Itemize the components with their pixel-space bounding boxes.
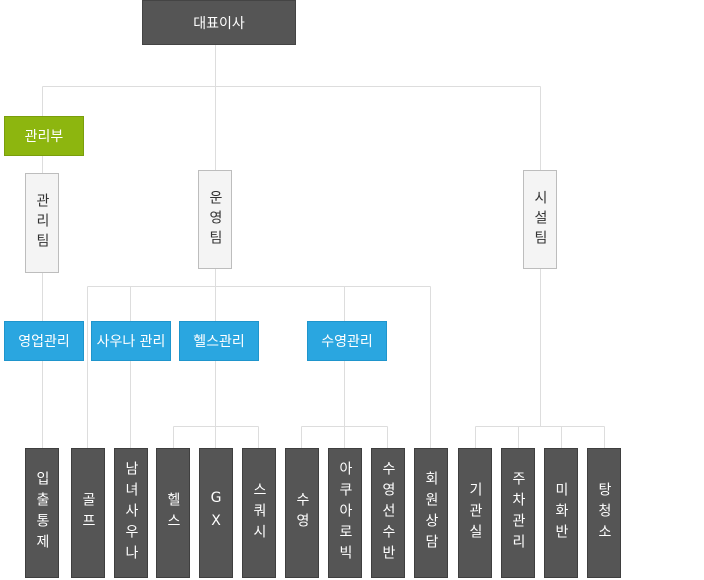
team-box-facilities: 시설팀 [523, 170, 557, 269]
department-box: 관리부 [4, 116, 84, 156]
unit-box-member-consult: 회원상담 [414, 448, 448, 578]
team-box-operations: 운영팀 [198, 170, 232, 269]
unit-box-golf: 골프 [71, 448, 105, 578]
unit-box-access-control: 입출통제 [25, 448, 59, 578]
unit-box-squash: 스쿼시 [242, 448, 276, 578]
unit-box-swimming: 수영 [285, 448, 319, 578]
group-box-sauna: 사우나 관리 [91, 321, 171, 361]
unit-box-machine-room: 기관실 [458, 448, 492, 578]
unit-box-cleaning: 미화반 [544, 448, 578, 578]
unit-box-bath-cleaning: 탕청소 [587, 448, 621, 578]
unit-box-swim-team: 수영선수반 [371, 448, 405, 578]
ceo-box: 대표이사 [142, 0, 296, 45]
unit-box-gx: GX [199, 448, 233, 578]
unit-box-aqua-aerobics: 아쿠아로빅 [328, 448, 362, 578]
unit-box-parking: 주차관리 [501, 448, 535, 578]
group-box-health: 헬스관리 [179, 321, 259, 361]
team-box-management: 관리팀 [25, 173, 59, 273]
group-box-sales: 영업관리 [4, 321, 84, 361]
unit-box-sauna: 남녀사우나 [114, 448, 148, 578]
group-box-swim: 수영관리 [307, 321, 387, 361]
unit-box-health: 헬스 [156, 448, 190, 578]
